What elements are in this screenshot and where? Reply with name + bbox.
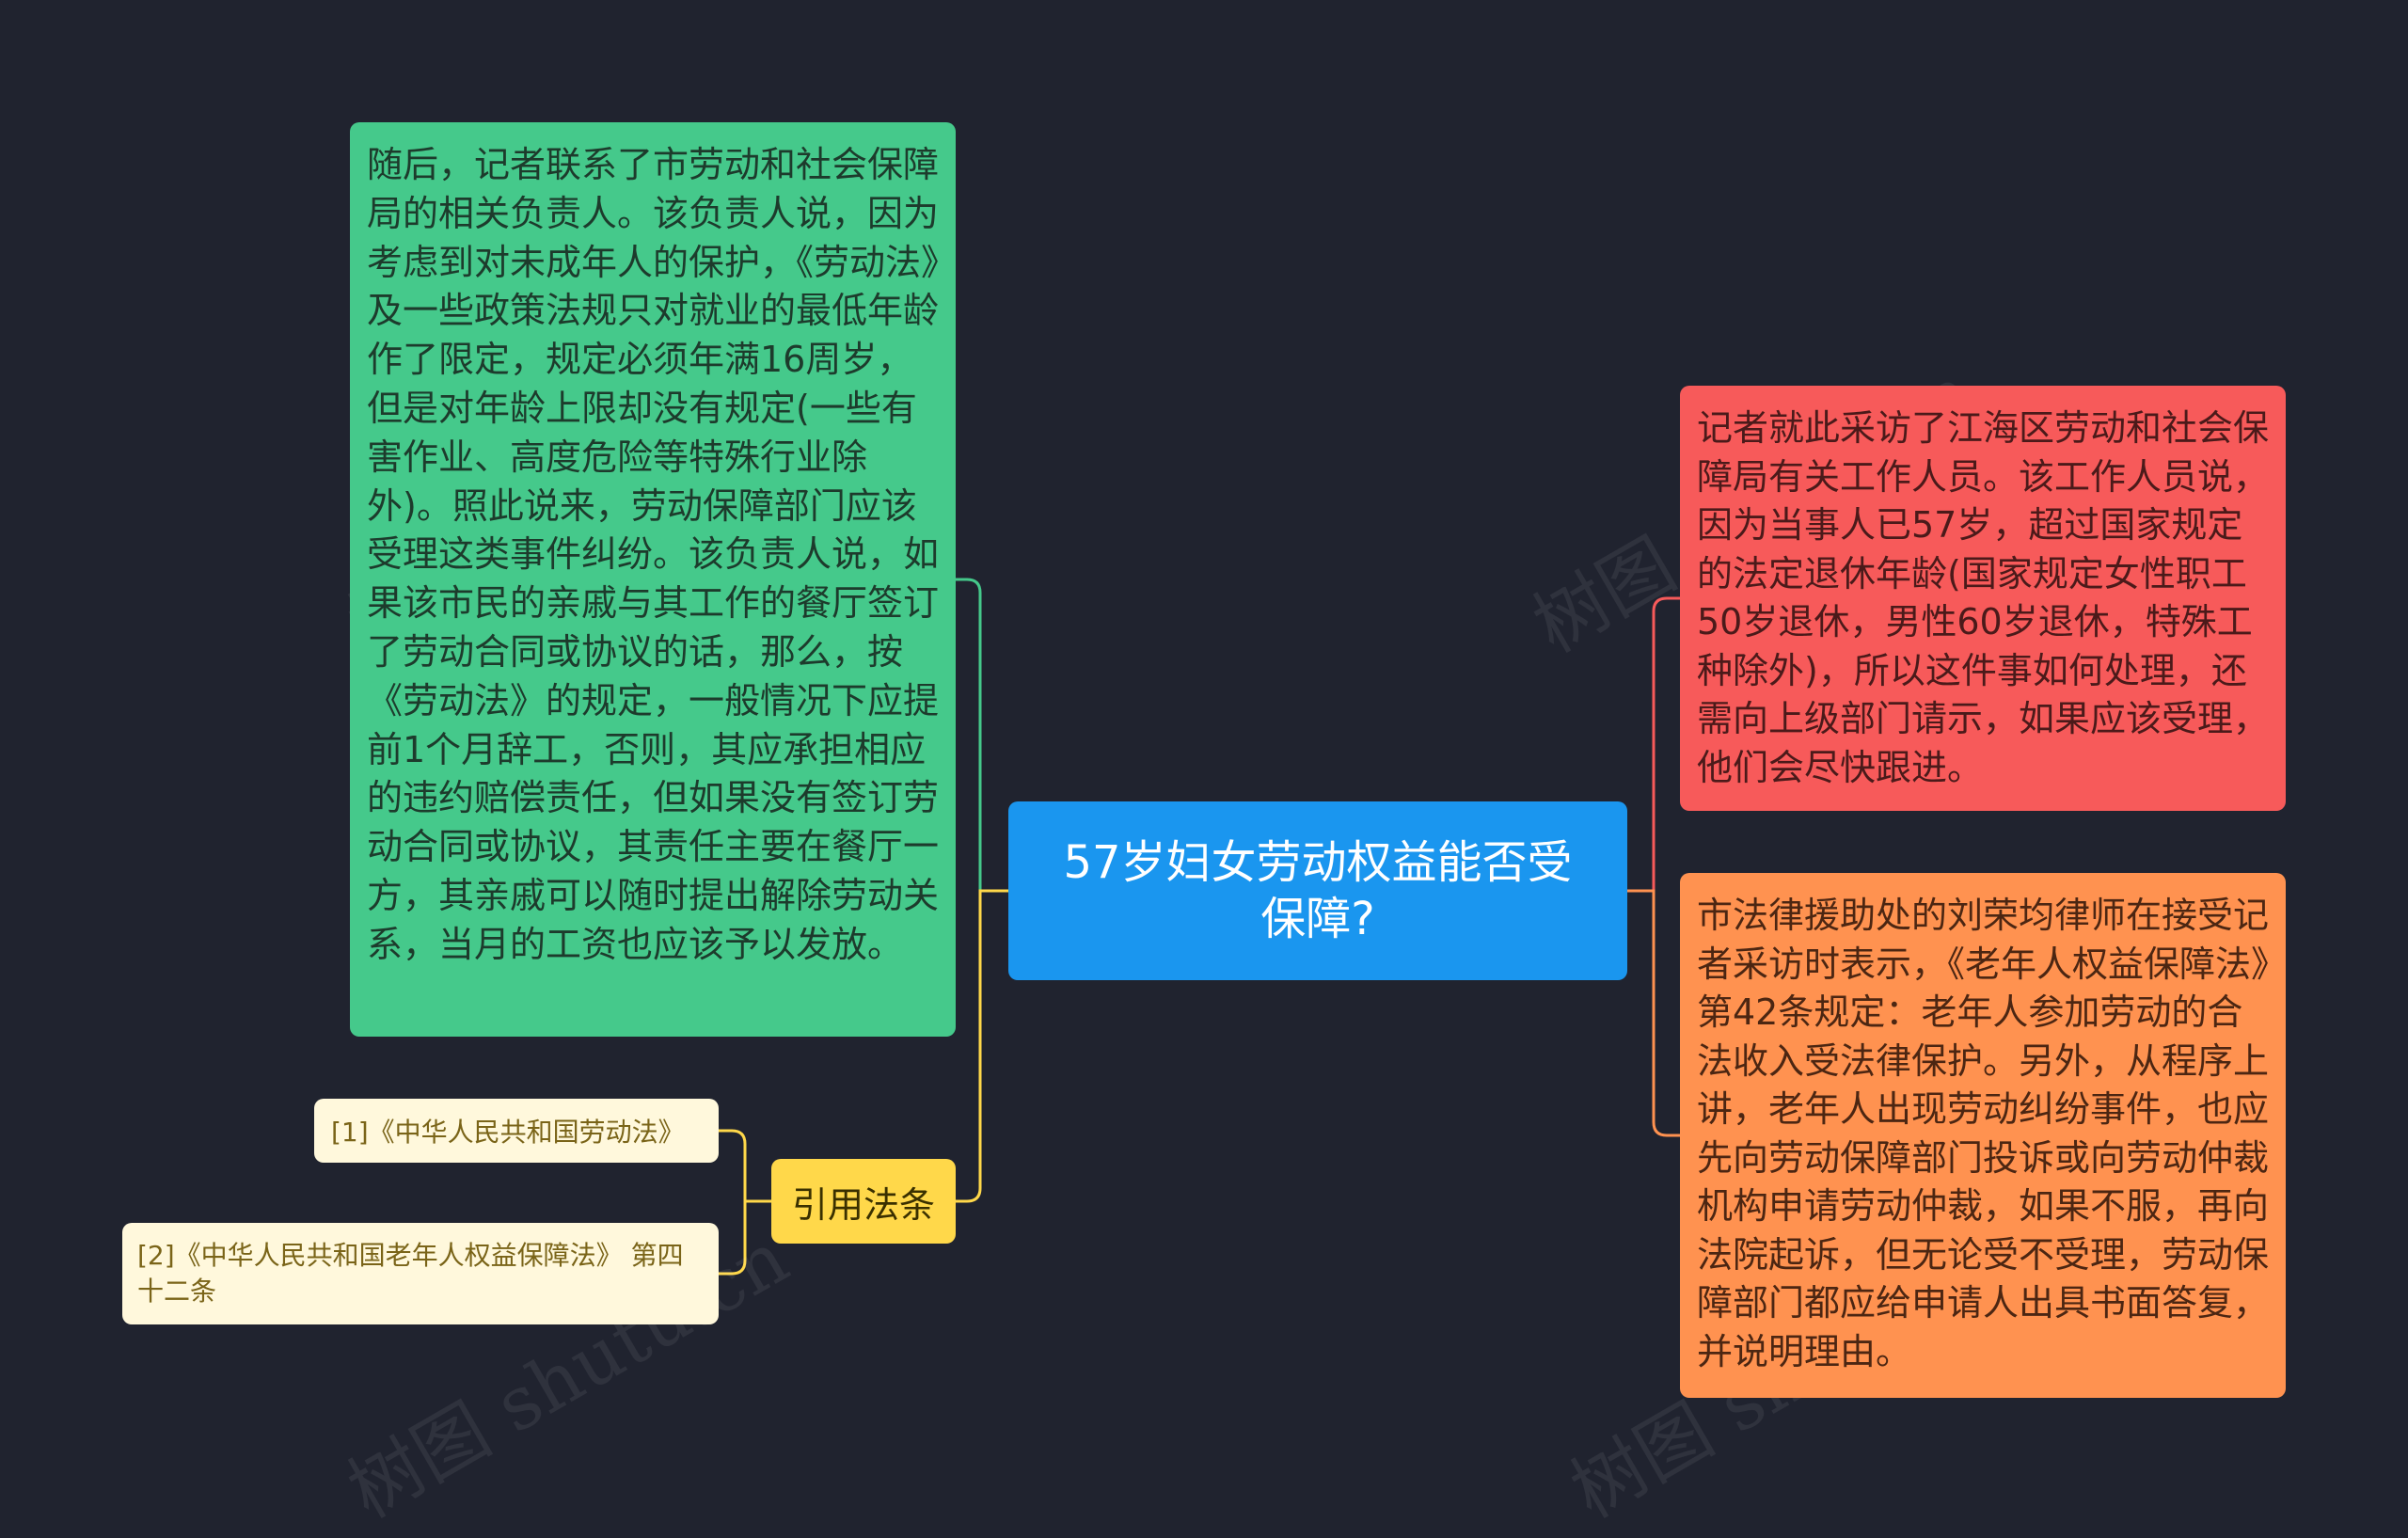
topic-node-text: 市法律援助处的刘荣均律师在接受记者采访时表示，《老年人权益保障法》第42条规定：… bbox=[1697, 895, 2270, 1372]
connector-center-to-red bbox=[1627, 596, 1680, 893]
connector-center-to-orange bbox=[1627, 889, 1680, 1137]
connector-center-to-green bbox=[956, 578, 1008, 893]
central-topic-node[interactable]: 57岁妇女劳动权益能否受保障? bbox=[1008, 801, 1627, 980]
connector-center-to-law bbox=[956, 889, 1008, 1203]
topic-node-cited-laws[interactable]: 引用法条 bbox=[771, 1159, 956, 1244]
topic-node-text: 随后，记者联系了市劳动和社会保障局的相关负责人。该负责人说，因为考虑到对未成年人… bbox=[367, 144, 940, 965]
law-reference-2[interactable]: [2]《中华人民共和国老年人权益保障法》 第四十二条 bbox=[122, 1223, 719, 1324]
topic-node-district-bureau[interactable]: 记者就此采访了江海区劳动和社会保障局有关工作人员。该工作人员说，因为当事人已57… bbox=[1680, 386, 2286, 811]
law-reference-text: [1]《中华人民共和国劳动法》 bbox=[331, 1117, 685, 1148]
topic-node-label: 引用法条 bbox=[791, 1183, 935, 1226]
topic-node-text: 记者就此采访了江海区劳动和社会保障局有关工作人员。该工作人员说，因为当事人已57… bbox=[1697, 407, 2270, 788]
topic-node-lawyer-opinion[interactable]: 市法律援助处的刘荣均律师在接受记者采访时表示，《老年人权益保障法》第42条规定：… bbox=[1680, 873, 2286, 1398]
central-topic-label: 57岁妇女劳动权益能否受保障? bbox=[1063, 836, 1573, 945]
topic-node-official-response[interactable]: 随后，记者联系了市劳动和社会保障局的相关负责人。该负责人说，因为考虑到对未成年人… bbox=[350, 122, 956, 1037]
law-reference-text: [2]《中华人民共和国老年人权益保障法》 第四十二条 bbox=[137, 1240, 684, 1307]
law-reference-1[interactable]: [1]《中华人民共和国劳动法》 bbox=[314, 1099, 719, 1163]
connector-law-to-ref1 bbox=[719, 1129, 771, 1203]
connector-law-to-ref2 bbox=[719, 1199, 771, 1276]
